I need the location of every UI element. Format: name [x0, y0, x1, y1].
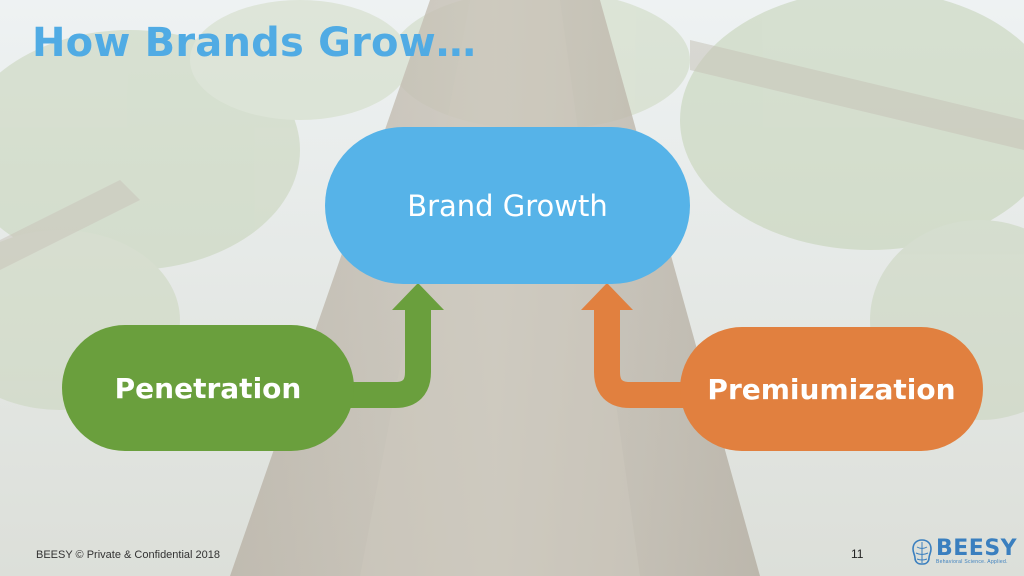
brand-growth-label: Brand Growth — [407, 188, 608, 223]
penetration-node: Penetration — [62, 325, 354, 451]
arrow-penetration-to-growth — [345, 283, 444, 408]
penetration-label: Penetration — [114, 371, 302, 405]
brain-icon — [912, 539, 932, 565]
beesy-logo: BEESY Behavioral Science. Applied. — [911, 535, 1018, 566]
logo-tagline: Behavioral Science. Applied. — [936, 558, 1008, 565]
page-number: 11 — [851, 547, 864, 561]
arrow-premium-to-growth — [581, 283, 690, 408]
premiumization-label: Premiumization — [707, 372, 956, 406]
footer-text: BEESY © Private & Confidential 2018 — [36, 549, 221, 561]
brand-growth-node: Brand Growth — [325, 127, 690, 284]
slide-title: How Brands Grow… — [32, 20, 477, 66]
premiumization-node: Premiumization — [680, 327, 983, 451]
logo-wordmark: BEESY — [936, 535, 1018, 561]
